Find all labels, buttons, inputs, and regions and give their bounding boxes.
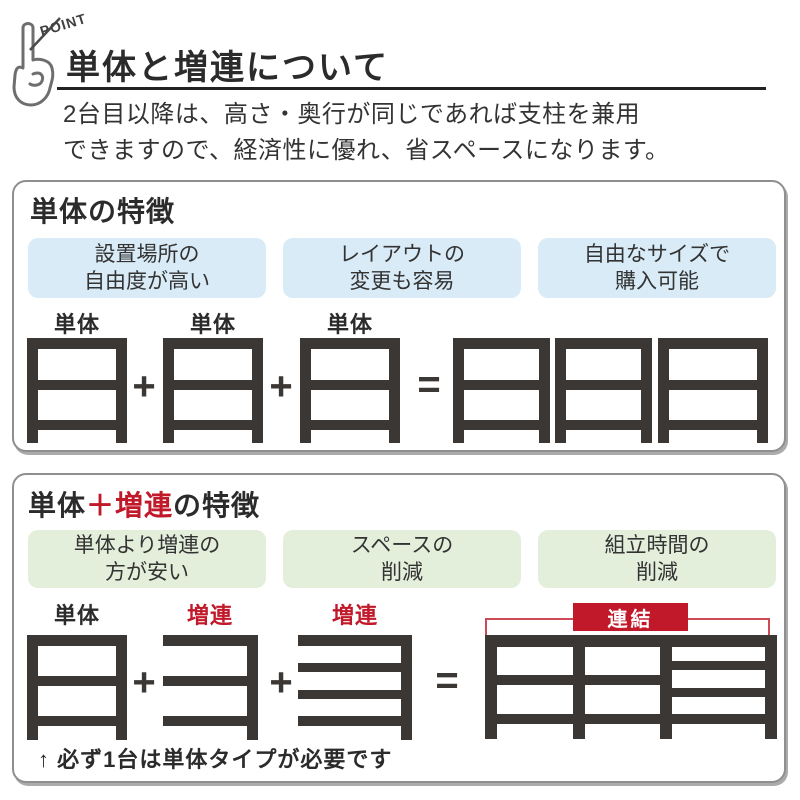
plus-sign: + xyxy=(269,364,293,409)
feature-chip: 設置場所の 自由度が高い xyxy=(28,238,266,298)
equals-sign: = xyxy=(417,362,441,407)
link-badge: 連結 xyxy=(573,603,688,631)
feature-chip: 単体より増連の 方が安い xyxy=(28,530,266,588)
equals-sign: = xyxy=(435,658,459,703)
shelf-unit-label: 単体 xyxy=(53,312,100,337)
point-label: POINT xyxy=(38,10,89,40)
shelf-unit-label: 増連 xyxy=(186,603,233,628)
plus-sign: + xyxy=(132,364,156,409)
feature-chip: 自由なサイズで 購入可能 xyxy=(538,238,776,298)
shelf-unit-label: 増連 xyxy=(331,603,378,628)
feature-chip: レイアウトの 変更も容易 xyxy=(283,238,521,298)
shelf-unit-label: 単体 xyxy=(53,603,100,628)
intro-text: 2台目以降は、高さ・奥行が同じであれば支柱を兼用 できますので、経済性に優れ、省… xyxy=(63,101,670,164)
note-text: ↑ 必ず1台は単体タイプが必要です xyxy=(38,747,393,772)
point-burst-line xyxy=(29,17,61,51)
plus-sign: + xyxy=(132,660,156,705)
combo-title-part-suffix: の特徴 xyxy=(173,490,261,521)
plus-sign: + xyxy=(269,660,293,705)
feature-chip: 組立時間の 削減 xyxy=(538,530,776,588)
page-title: 単体と増連について xyxy=(66,49,389,87)
combo-title-part-single: 単体 xyxy=(28,490,87,521)
shelf-diagram-single xyxy=(27,338,768,443)
shelf-unit-label: 単体 xyxy=(326,312,373,337)
single-panel-title: 単体の特徴 xyxy=(30,196,176,227)
title-underline xyxy=(57,87,766,90)
feature-chip: スペースの 削減 xyxy=(283,530,521,588)
combo-title-part-extension: ＋増連 xyxy=(86,490,174,521)
pointing-hand-icon xyxy=(12,22,55,107)
shelf-diagram-combo xyxy=(27,618,777,740)
combo-panel-title: 単体＋増連の特徴 xyxy=(28,484,260,524)
shelf-unit-label: 単体 xyxy=(189,312,236,337)
